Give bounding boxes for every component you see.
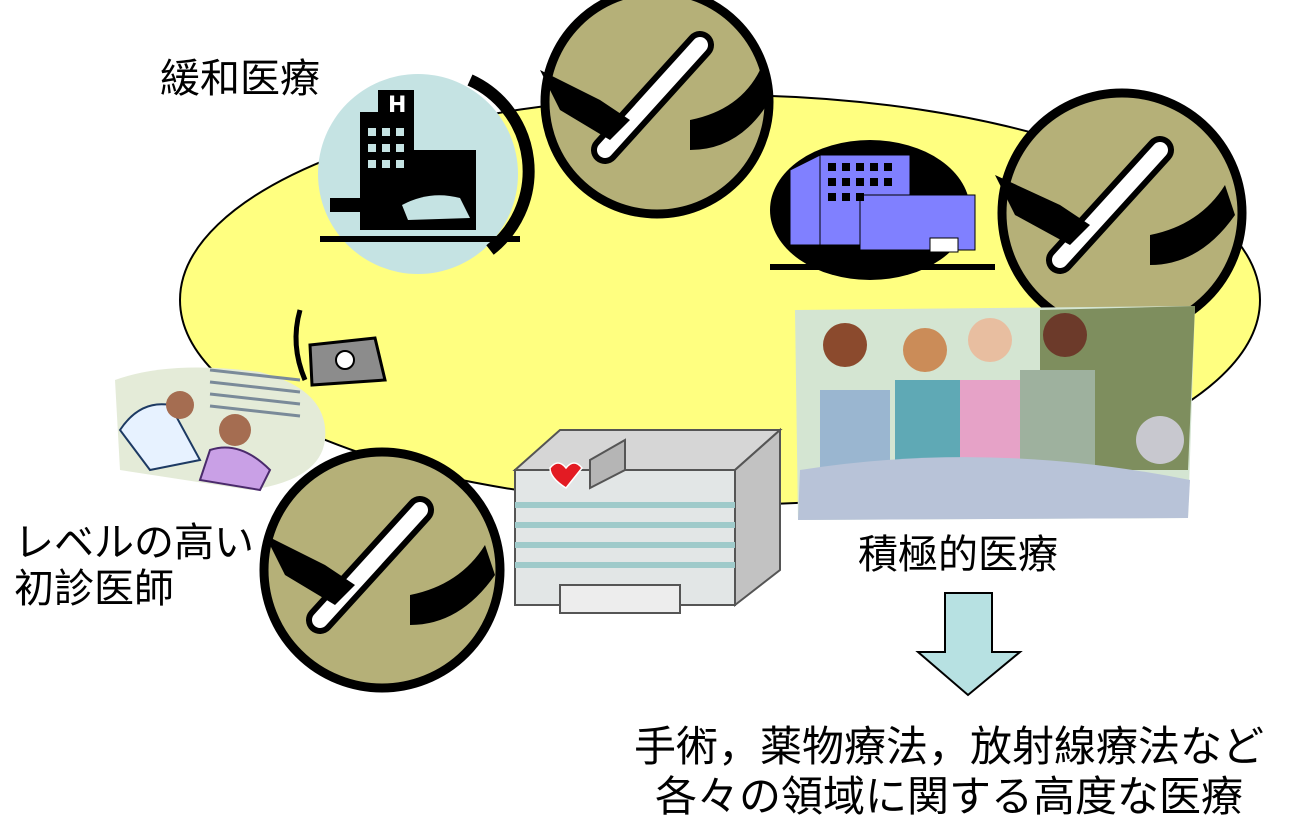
palliative-care-label: 緩和医療 <box>160 56 320 102</box>
primary-doctor-label: レベルの高い 初診医師 <box>14 520 254 612</box>
advanced-care-caption-line2: 各々の領域に関する高度な医療 <box>655 771 1244 821</box>
baton-handoff-icon <box>540 0 774 219</box>
doctor-patient-icon <box>115 367 326 492</box>
primary-doctor-label-line1: レベルの高い <box>14 520 254 566</box>
heart-hospital-icon <box>512 427 783 614</box>
baton-handoff-icon <box>995 88 1247 338</box>
svg-text:H: H <box>388 93 406 118</box>
hospital-building-icon <box>770 140 995 280</box>
advanced-care-caption: 手術，薬物療法，放射線療法など 各々の領域に関する高度な医療 <box>634 722 1264 821</box>
baton-handoff-icon <box>259 447 505 693</box>
hospital-h-icon: H <box>318 74 535 274</box>
advanced-care-caption-line1: 手術，薬物療法，放射線療法など <box>634 722 1265 771</box>
aggressive-care-label: 積極的医療 <box>858 532 1058 578</box>
medical-team-icon <box>795 306 1195 520</box>
down-arrow-icon <box>915 592 1023 697</box>
primary-doctor-label-line2: 初診医師 <box>14 566 174 612</box>
doctor-bag-icon <box>293 309 387 387</box>
